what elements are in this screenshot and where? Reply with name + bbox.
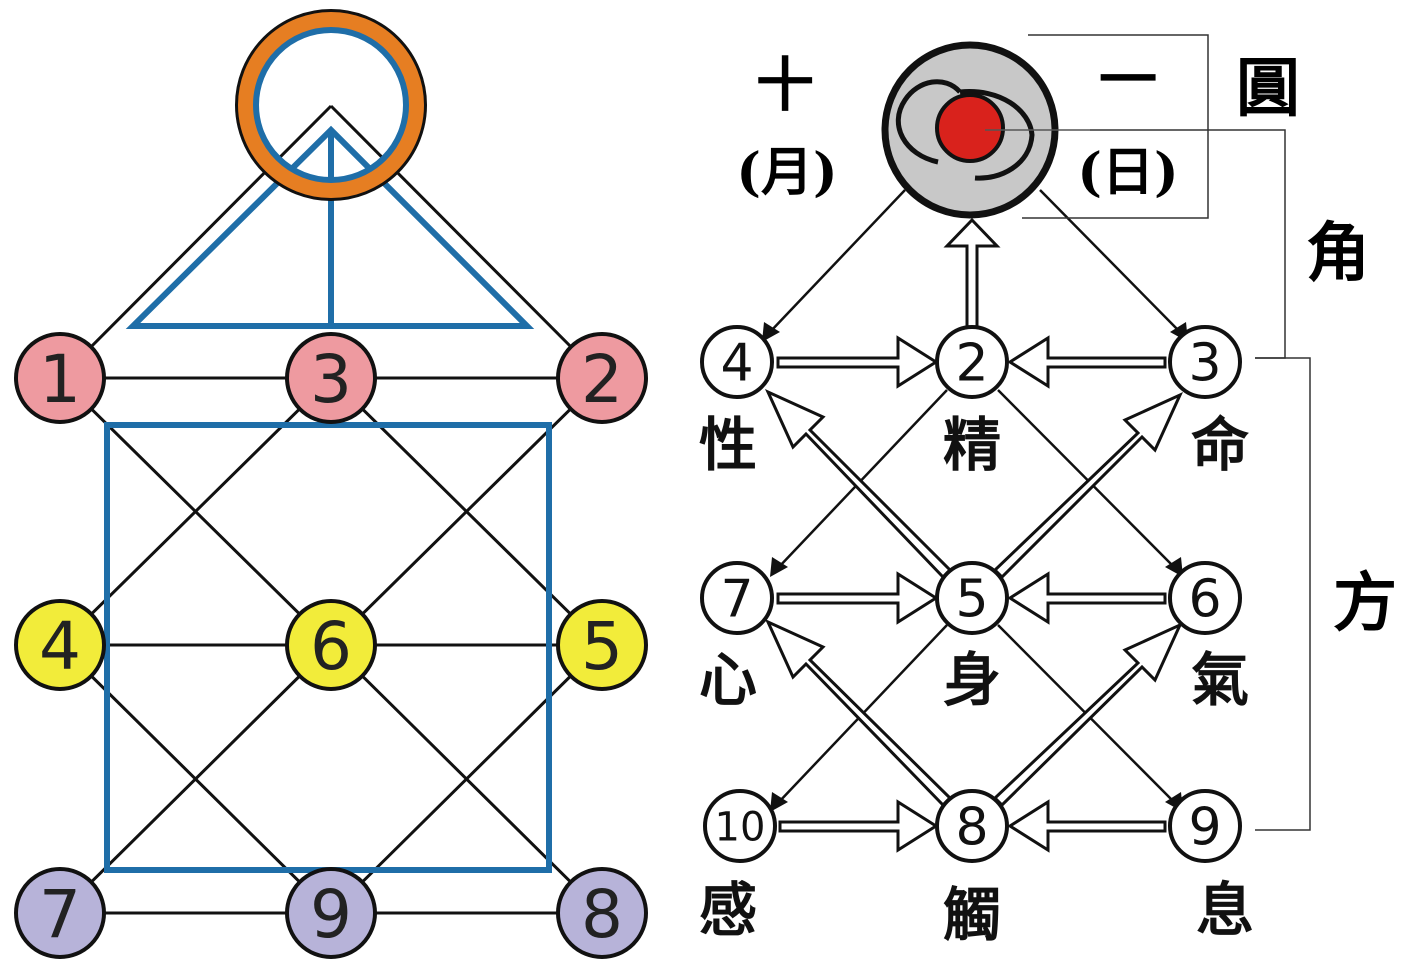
right-node-circle — [700, 325, 774, 399]
right-node-9: 9息 — [1168, 789, 1254, 944]
right-node-caption: 息 — [1196, 876, 1254, 944]
right-node-circle — [700, 561, 774, 635]
left-node-2: 2 — [556, 332, 648, 424]
left-node-label: 2 — [581, 341, 623, 418]
left-node-circle — [285, 599, 377, 691]
right-node-label: 9 — [1188, 798, 1221, 858]
right-node-4: 4性 — [699, 325, 774, 479]
left-node-circle — [285, 867, 377, 959]
top-right-note: (日) — [1077, 142, 1178, 203]
right-node-label: 6 — [1188, 570, 1221, 630]
left-node-label: 9 — [310, 876, 352, 953]
right-node-2: 2精 — [935, 325, 1009, 479]
left-node-label: 4 — [39, 608, 81, 685]
left-node-label: 3 — [310, 341, 352, 418]
left-node-circle — [556, 867, 648, 959]
right-node-label: 5 — [955, 570, 988, 630]
right-node-label: 10 — [715, 804, 766, 850]
left-node-1: 1 — [14, 332, 106, 424]
right-node-caption: 觸 — [943, 881, 1001, 949]
left-node-label: 1 — [39, 341, 81, 418]
right-node-caption: 心 — [699, 646, 757, 714]
right-node-label: 3 — [1188, 334, 1221, 394]
left-node-label: 8 — [581, 876, 623, 953]
hollow-arrows — [764, 217, 1184, 853]
right-node-caption: 命 — [1191, 411, 1249, 479]
left-node-label: 6 — [310, 608, 352, 685]
right-node-label: 2 — [955, 334, 988, 394]
sun-moon-disc — [881, 41, 1090, 219]
bracket-lines — [1022, 34, 1311, 831]
right-node-7: 7心 — [699, 561, 774, 714]
left-node-circle — [14, 867, 106, 959]
right-node-label: 7 — [720, 570, 753, 630]
left-node-circle — [556, 332, 648, 424]
top-left-number: 十 — [756, 51, 814, 119]
top-right-number: 一 — [1099, 46, 1157, 114]
left-diagram: 1 3 2 4 6 5 7 9 8 — [14, 9, 648, 959]
left-node-6: 6 — [285, 599, 377, 691]
right-node-circle — [1168, 561, 1242, 635]
left-node-circle — [556, 599, 648, 691]
top-left-note: (月) — [736, 142, 837, 203]
left-node-label: 5 — [581, 608, 623, 685]
right-node-caption: 感 — [699, 876, 757, 944]
right-node-label: 8 — [955, 798, 988, 858]
right-node-caption: 身 — [943, 646, 1001, 714]
right-node-circle — [1168, 325, 1242, 399]
left-nodes: 1 3 2 4 6 5 7 9 8 — [14, 332, 648, 959]
right-node-6: 6氣 — [1168, 561, 1249, 714]
right-node-circle — [935, 561, 1009, 635]
right-node-10: 10 感 — [699, 789, 777, 944]
right-node-circle — [703, 789, 777, 863]
right-node-circle — [935, 789, 1009, 863]
left-node-4: 4 — [14, 599, 106, 691]
bracket-square-label: 方 — [1333, 566, 1397, 641]
left-node-label: 7 — [39, 876, 81, 953]
left-node-circle — [285, 332, 377, 424]
left-node-8: 8 — [556, 867, 648, 959]
right-node-caption: 性 — [699, 411, 757, 479]
right-node-8: 8觸 — [935, 789, 1009, 949]
bracket-angle-label: 角 — [1306, 216, 1370, 291]
left-node-9: 9 — [285, 867, 377, 959]
right-node-caption: 精 — [943, 411, 1001, 479]
top-ring — [235, 9, 427, 201]
left-node-5: 5 — [556, 599, 648, 691]
left-node-circle — [14, 332, 106, 424]
left-node-3: 3 — [285, 332, 377, 424]
left-node-7: 7 — [14, 867, 106, 959]
right-node-label: 4 — [720, 334, 753, 394]
left-node-circle — [14, 599, 106, 691]
right-node-circle — [1168, 789, 1242, 863]
right-node-circle — [935, 325, 1009, 399]
right-node-5: 5身 — [935, 561, 1009, 714]
right-node-3: 3命 — [1168, 325, 1249, 479]
bracket-round-label: 圓 — [1236, 51, 1300, 126]
right-node-caption: 氣 — [1191, 646, 1249, 714]
